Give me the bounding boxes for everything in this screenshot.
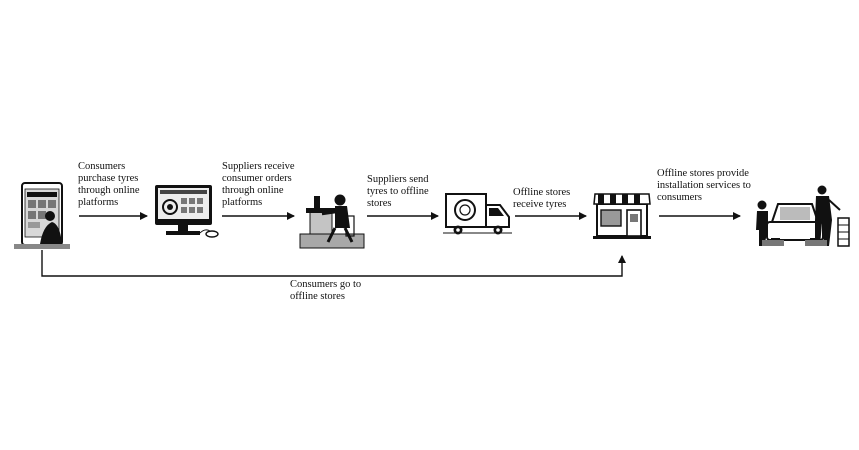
step-1-label: Consumers purchase tyres through online …: [78, 161, 140, 208]
smartphone-shopper-icon: [14, 182, 70, 249]
bypass-label: Consumers go to offline stores: [290, 279, 362, 302]
computer-monitor-icon: [155, 185, 219, 238]
step-3-label: Suppliers send tyres to offline stores: [367, 174, 429, 209]
delivery-truck-icon: [443, 193, 512, 235]
step-2-label: Suppliers receive consumer orders throug…: [222, 161, 295, 208]
storefront-icon: [593, 193, 651, 239]
step-4-label: Offline stores receive tyres: [513, 187, 571, 210]
desk-worker-icon: [299, 194, 365, 249]
step-5-label: Offline stores provide installation serv…: [657, 168, 751, 203]
car-mechanics-icon: [756, 185, 850, 247]
bypass-arrow: [41, 250, 626, 277]
